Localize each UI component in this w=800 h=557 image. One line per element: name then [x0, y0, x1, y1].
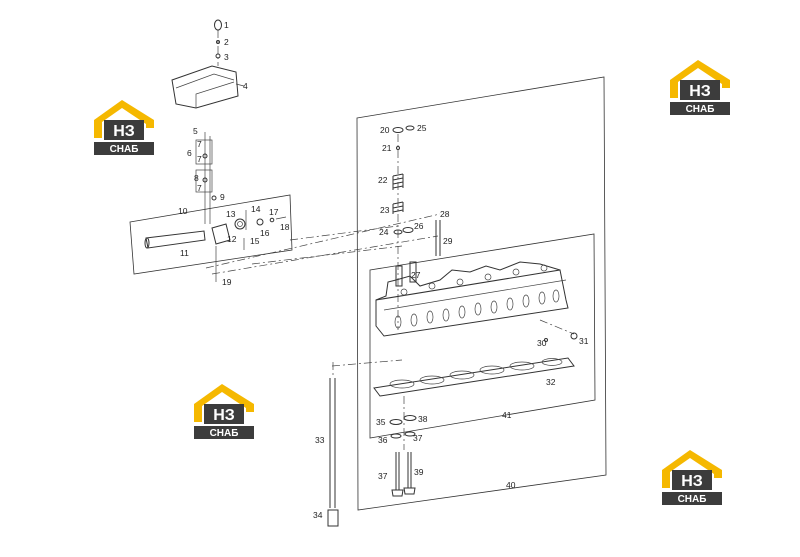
logo-brand-bottom: СНАБ	[678, 494, 707, 505]
logo-roof-icon	[94, 100, 154, 138]
callout-27: 27	[411, 270, 421, 280]
callout-16: 16	[260, 228, 270, 238]
callout-9: 9	[220, 192, 225, 202]
callout-11: 11	[180, 248, 189, 258]
callout-13: 13	[226, 209, 236, 219]
callout-21: 21	[382, 143, 392, 153]
rocker-cover-group	[171, 19, 245, 109]
callout-41: 41	[502, 410, 512, 420]
logo-brand-bottom: СНАБ	[686, 104, 715, 115]
callout-42: 42	[0, 0, 10, 2]
callout-40: 40	[506, 480, 516, 490]
callout-31: 31	[579, 336, 589, 346]
callout-7: 7	[197, 183, 202, 193]
valve-spring-part	[392, 173, 404, 190]
valve-cap-part	[392, 127, 404, 133]
logo-brand-top: НЗ	[113, 123, 135, 140]
logo-roof-icon	[662, 450, 722, 488]
callout-2: 2	[224, 37, 229, 47]
brand-logo: НЗ СНАБ	[662, 450, 722, 505]
callout-7: 7	[197, 154, 202, 164]
rocker-shaft-frame	[129, 194, 293, 275]
brand-logo: НЗ СНАБ	[670, 60, 730, 115]
callout-25: 25	[417, 123, 427, 133]
callout-3: 3	[224, 52, 229, 62]
rocker-shaft-part	[145, 230, 206, 249]
logo-brand-top: НЗ	[681, 473, 703, 490]
rocker-shaft-group	[144, 210, 287, 282]
callout-19: 19	[222, 277, 232, 287]
push-rod-group	[327, 362, 339, 527]
callout-5: 5	[193, 126, 198, 136]
logo-brand-bottom: СНАБ	[110, 144, 139, 155]
logo-brand-bottom: СНАБ	[210, 428, 239, 439]
callout-30: 30	[537, 338, 547, 348]
callout-17: 17	[269, 207, 279, 217]
callout-34: 34	[313, 510, 323, 520]
callout-14: 14	[251, 204, 261, 214]
rocker-arm-part	[211, 223, 231, 245]
callout-12: 12	[227, 234, 237, 244]
callout-1: 1	[224, 20, 229, 30]
callout-15: 15	[250, 236, 260, 246]
head-gasket-part	[373, 357, 575, 397]
rocker-bracket-group	[195, 132, 217, 224]
callout-23: 23	[380, 205, 390, 215]
callout-33: 33	[315, 435, 325, 445]
valve-train-group	[392, 125, 441, 330]
callout-36: 36	[378, 435, 388, 445]
callout-38: 38	[418, 414, 428, 424]
callout-18: 18	[280, 222, 290, 232]
callout-37: 37	[413, 433, 423, 443]
logo-brand-top: НЗ	[689, 83, 711, 100]
callout-39: 39	[414, 467, 424, 477]
callout-32: 32	[546, 377, 556, 387]
brand-logo: НЗ СНАБ	[194, 384, 254, 439]
callout-37: 37	[378, 471, 388, 481]
logo-roof-icon	[670, 60, 730, 98]
callout-6: 6	[187, 148, 192, 158]
washer-part	[216, 40, 220, 44]
callout-8: 8	[194, 173, 199, 183]
rocker-cover-part	[171, 65, 239, 109]
cylinder-head-inner-frame	[369, 233, 596, 439]
callout-10: 10	[178, 206, 188, 216]
callout-7: 7	[197, 139, 202, 149]
cylinder-head-outer-frame	[356, 76, 607, 511]
tappet-part	[327, 509, 339, 527]
callout-22: 22	[378, 175, 388, 185]
cap-nut-part	[214, 19, 222, 31]
callout-28: 28	[440, 209, 450, 219]
logo-badge	[104, 120, 144, 140]
logo-roof-icon	[194, 384, 254, 422]
callout-24: 24	[379, 227, 389, 237]
callout-35: 35	[376, 417, 386, 427]
callout-29: 29	[443, 236, 453, 246]
cylinder-head-part	[375, 261, 569, 337]
brand-logo: НЗ СНАБ	[94, 100, 154, 155]
valve-group	[389, 396, 417, 497]
callout-26: 26	[414, 221, 424, 231]
callout-20: 20	[380, 125, 390, 135]
logo-brand-top: НЗ	[213, 407, 235, 424]
callout-4: 4	[243, 81, 248, 91]
